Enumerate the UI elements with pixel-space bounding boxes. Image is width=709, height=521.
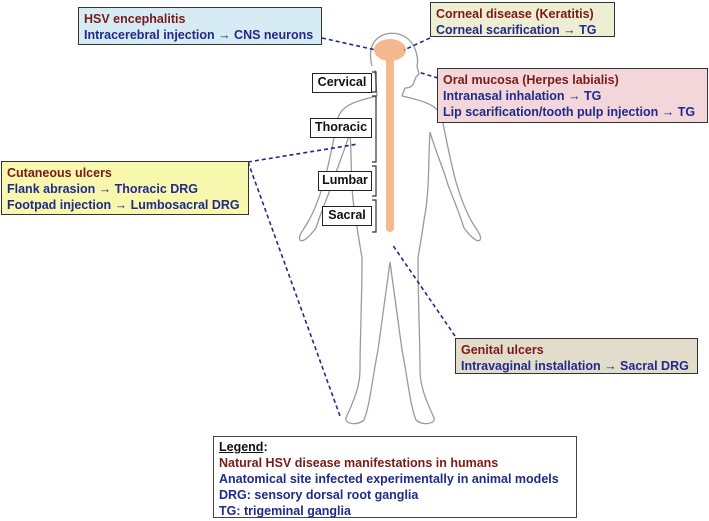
corneal-detail: Corneal scarification → TG (436, 23, 597, 37)
legend-box: Legend: Natural HSV disease manifestatio… (213, 436, 577, 518)
connector-lines (247, 37, 456, 417)
genital-detail: Intravaginal installation → Sacral DRG (461, 359, 689, 373)
segment-label-thoracic: Thoracic (310, 118, 372, 138)
legend-human: Natural HSV disease manifestations in hu… (219, 456, 499, 470)
cutaneous-detail-2: Footpad injection → Lumbosacral DRG (7, 198, 240, 212)
cutaneous-detail-1: Flank abrasion → Thoracic DRG (7, 182, 199, 196)
segment-label-lumbar: Lumbar (318, 171, 372, 191)
corneal-box: Corneal disease (Keratitis) Corneal scar… (430, 2, 615, 37)
corneal-title: Corneal disease (Keratitis) (436, 7, 594, 21)
segment-label-cervical: Cervical (312, 73, 372, 93)
spinal-cord (386, 56, 394, 232)
encephalitis-detail: Intracerebral injection → CNS neurons (84, 28, 314, 42)
genital-box: Genital ulcers Intravaginal installation… (455, 338, 698, 374)
oral-detail-2: Lip scarification/tooth pulp injection →… (443, 105, 696, 119)
brain-shape (374, 39, 406, 61)
oral-detail-1: Intranasal inhalation → TG (443, 89, 602, 103)
legend-heading: Legend: (219, 439, 571, 455)
legend-colon: : (263, 440, 268, 454)
encephalitis-title: HSV encephalitis (84, 12, 186, 26)
genital-title: Genital ulcers (461, 343, 544, 357)
legend-animal: Anatomical site infected experimentally … (219, 472, 559, 486)
encephalitis-box: HSV encephalitis Intracerebral injection… (78, 7, 322, 45)
legend-tg: TG: trigeminal ganglia (219, 504, 351, 518)
legend-title: Legend (219, 440, 264, 454)
cutaneous-box: Cutaneous ulcers Flank abrasion → Thorac… (1, 161, 249, 215)
segment-label-sacral: Sacral (322, 206, 372, 226)
legend-drg: DRG: sensory dorsal root ganglia (219, 488, 419, 502)
cutaneous-title: Cutaneous ulcers (7, 166, 112, 180)
oral-title: Oral mucosa (Herpes labialis) (443, 73, 619, 87)
segment-brackets (372, 71, 377, 233)
oral-box: Oral mucosa (Herpes labialis) Intranasal… (437, 68, 708, 123)
